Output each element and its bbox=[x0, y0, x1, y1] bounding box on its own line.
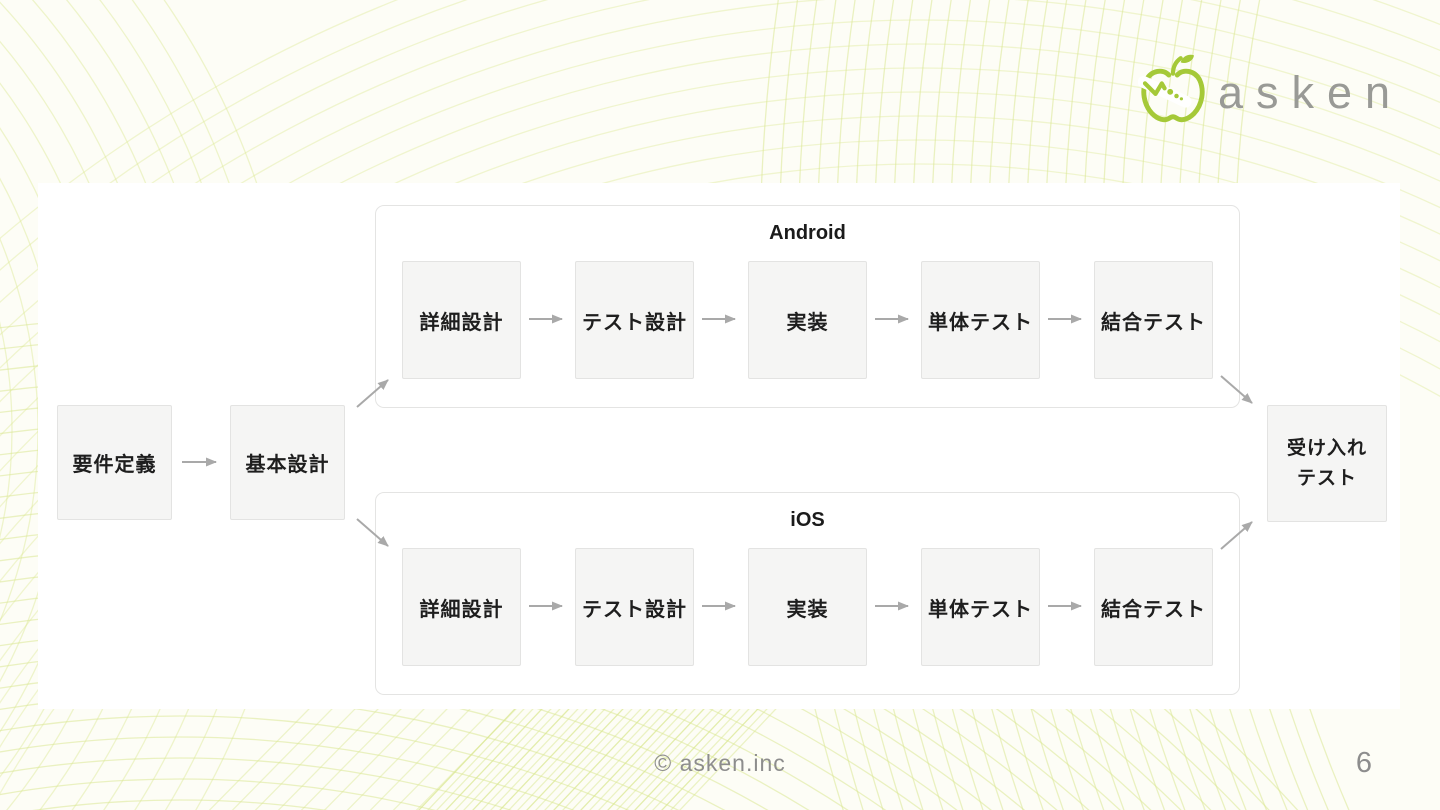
brand-logo: asken bbox=[1138, 48, 1390, 130]
node-android-test-design: テスト設計 bbox=[575, 261, 694, 379]
apple-stem bbox=[1170, 56, 1183, 76]
node-label: 詳細設計 bbox=[419, 311, 504, 334]
node-label-line1: 受け入れ bbox=[1286, 438, 1367, 460]
node-android-implementation: 実装 bbox=[748, 261, 867, 379]
track-ios: iOS 詳細設計 テスト設計 実装 単体テスト 結合テスト bbox=[375, 492, 1240, 695]
page-number: 6 bbox=[1355, 747, 1372, 779]
diagram-panel: 要件定義 基本設計 Android 詳細設計 テスト設計 実装 単体テスト 結合… bbox=[38, 183, 1400, 709]
node-ios-implementation: 実装 bbox=[748, 548, 867, 666]
node-label: 基本設計 bbox=[245, 454, 330, 476]
node-label: 単体テスト bbox=[928, 311, 1033, 334]
node-ios-detailed-design: 詳細設計 bbox=[402, 548, 521, 666]
chart-zigzag-line bbox=[1142, 81, 1167, 96]
apple-chart-icon bbox=[1138, 54, 1205, 123]
node-label: 詳細設計 bbox=[419, 598, 504, 621]
node-label-line2: テスト bbox=[1296, 467, 1357, 489]
node-label: 実装 bbox=[786, 598, 829, 621]
chart-dot bbox=[1174, 93, 1179, 99]
node-android-integration-test: 結合テスト bbox=[1094, 261, 1213, 379]
node-acceptance-test: 受け入れ テスト bbox=[1267, 405, 1387, 522]
copyright-text: © asken.inc bbox=[654, 750, 786, 776]
node-label: 結合テスト bbox=[1101, 598, 1206, 621]
track-android-title: Android bbox=[769, 222, 846, 244]
apple-leaf bbox=[1180, 54, 1194, 64]
node-requirements-definition: 要件定義 bbox=[57, 405, 172, 520]
node-label: 要件定義 bbox=[72, 454, 157, 476]
node-label: テスト設計 bbox=[582, 598, 687, 621]
node-ios-integration-test: 結合テスト bbox=[1094, 548, 1213, 666]
track-android: Android 詳細設計 テスト設計 実装 単体テスト 結合テスト bbox=[375, 205, 1240, 408]
node-label: テスト設計 bbox=[582, 311, 687, 334]
node-ios-unit-test: 単体テスト bbox=[921, 548, 1040, 666]
brand-name: asken bbox=[1218, 66, 1404, 118]
node-label: 結合テスト bbox=[1101, 311, 1206, 334]
track-ios-title: iOS bbox=[790, 509, 825, 531]
node-basic-design: 基本設計 bbox=[230, 405, 345, 520]
node-ios-test-design: テスト設計 bbox=[575, 548, 694, 666]
chart-dot bbox=[1179, 97, 1184, 101]
node-android-detailed-design: 詳細設計 bbox=[402, 261, 521, 379]
node-android-unit-test: 単体テスト bbox=[921, 261, 1040, 379]
node-label: 単体テスト bbox=[928, 598, 1033, 621]
node-label: 実装 bbox=[786, 311, 829, 334]
chart-dot bbox=[1167, 88, 1174, 95]
